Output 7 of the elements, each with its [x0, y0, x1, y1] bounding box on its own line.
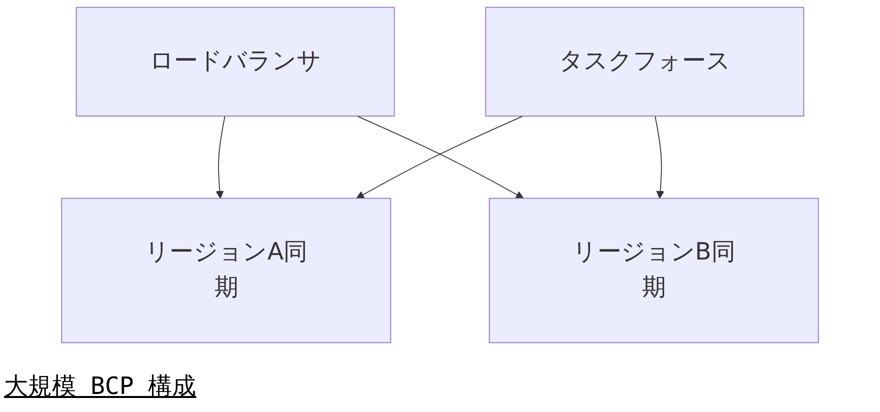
caption: 大規模 BCP 構成: [3, 371, 198, 402]
node-box: タスクフォース: [485, 6, 804, 117]
arrow: [216, 116, 226, 199]
arrow: [654, 116, 664, 199]
node-box: リージョンA同期: [61, 198, 392, 344]
node-box: リージョンB同期: [488, 198, 819, 344]
node-box: ロードバランサ: [76, 6, 395, 117]
